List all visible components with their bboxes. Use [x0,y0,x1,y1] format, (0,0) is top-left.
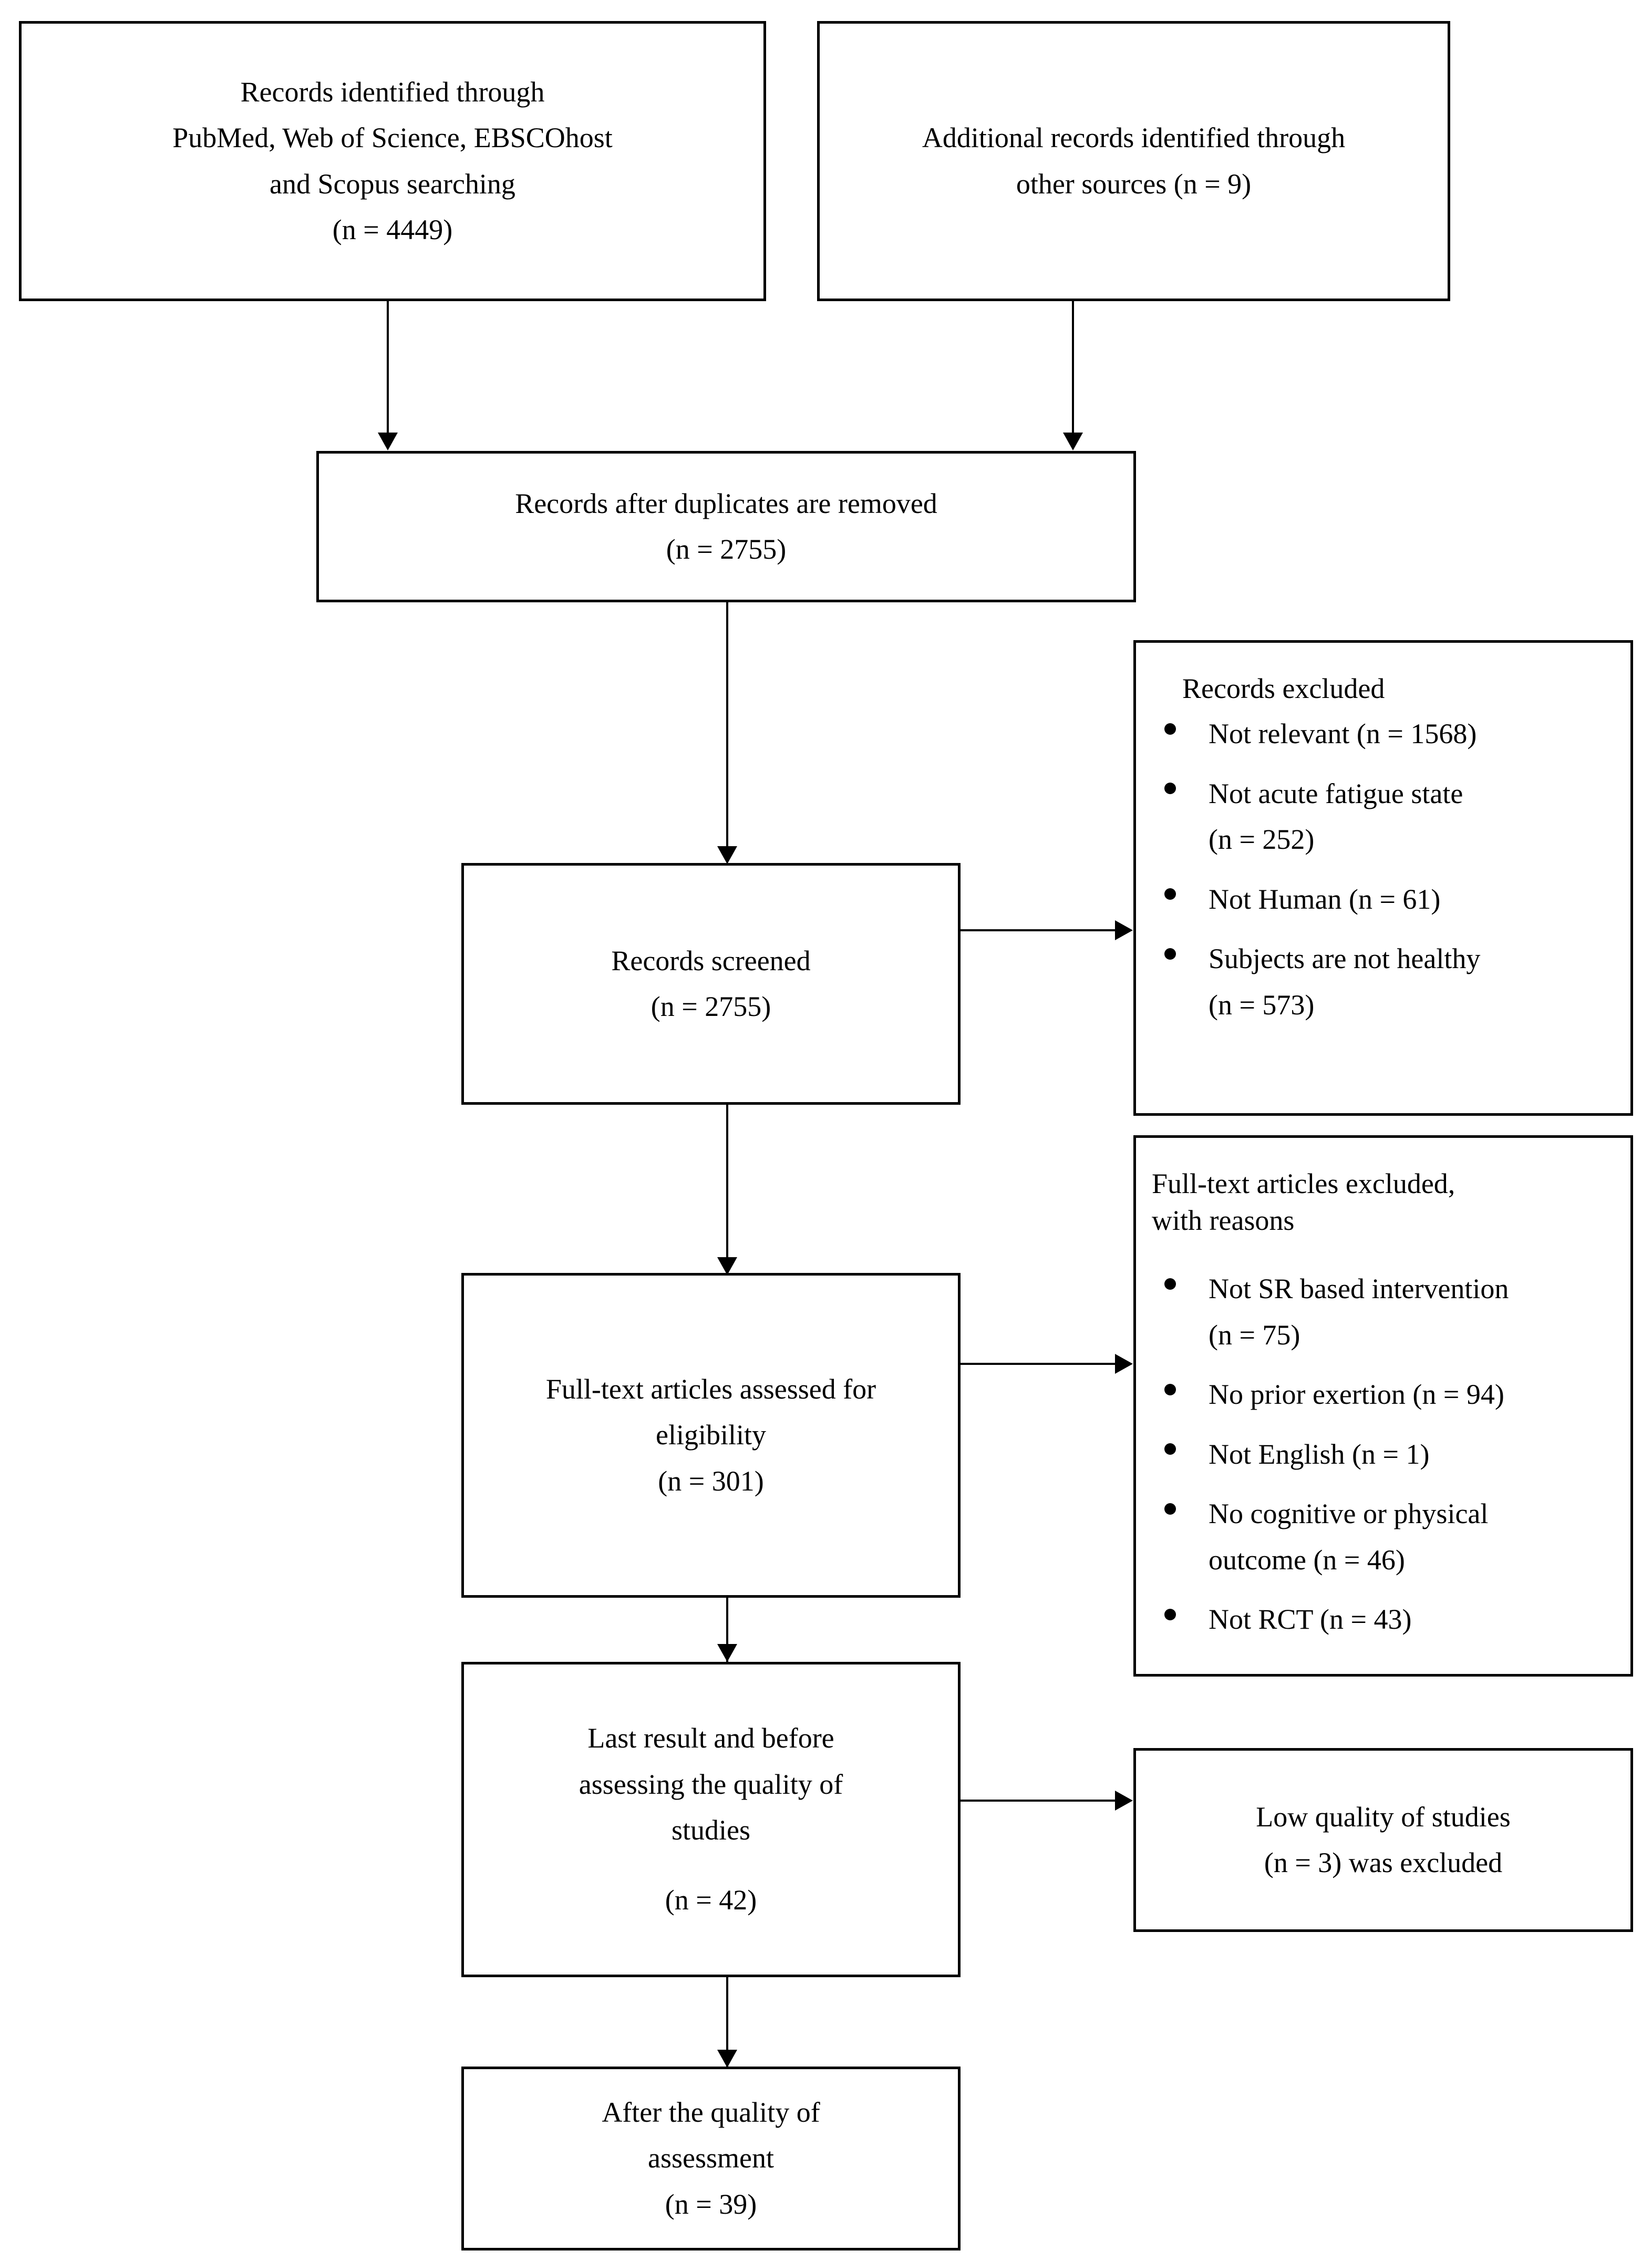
bullet-icon [1164,888,1176,900]
records-excluded-item-2: Not acute fatigue state (n = 252) [1209,777,1463,856]
connector-other-to-duplicates [1072,301,1074,434]
fulltext-assessed-line-3: (n = 301) [658,1465,764,1497]
duplicates-removed-line-1: Records after duplicates are removed [515,487,937,519]
node-low-quality-excluded: Low quality of studies (n = 3) was exclu… [1133,1748,1633,1932]
low-quality-line-1: Low quality of studies [1256,1801,1511,1833]
node-identification-databases: Records identified through PubMed, Web o… [19,21,766,301]
identification-other-line-1: Additional records identified through [922,122,1346,154]
after-quality-line-3: (n = 39) [665,2188,757,2220]
bullet-icon [1164,948,1176,960]
last-result-line-2: assessing the quality of [579,1768,843,1800]
arrowhead-other-to-duplicates [1063,433,1083,450]
records-screened-line-2: (n = 2755) [651,991,771,1022]
node-fulltext-assessed: Full-text articles assessed for eligibil… [461,1273,961,1598]
connector-fulltext-to-lastresult [726,1598,728,1662]
connector-lastresult-to-afterquality [726,1977,728,2067]
list-item: Not relevant (n = 1568) [1152,711,1615,757]
arrowhead-fulltext-to-lastresult [717,1644,737,1662]
arrowhead-screened-to-fulltext [717,1257,737,1275]
node-duplicates-removed: Records after duplicates are removed (n … [316,451,1136,602]
bullet-icon [1164,1608,1176,1620]
list-item: Not English (n = 1) [1152,1432,1615,1477]
list-item: Subjects are not healthy (n = 573) [1152,936,1615,1028]
connector-databases-to-duplicates [387,301,389,434]
connector-screened-to-excluded [961,929,1116,931]
fulltext-excluded-item-1: Not SR based intervention (n = 75) [1209,1273,1509,1351]
bullet-icon [1164,783,1176,795]
after-quality-line-1: After the quality of [602,2096,820,2128]
last-result-line-1: Last result and before [587,1722,834,1754]
after-quality-line-2: assessment [648,2142,774,2174]
node-identification-other-sources: Additional records identified through ot… [817,21,1450,301]
list-item: No cognitive or physical outcome (n = 46… [1152,1491,1615,1583]
records-excluded-item-4: Subjects are not healthy (n = 573) [1209,943,1481,1021]
last-result-line-3: studies [671,1814,750,1846]
identification-databases-line-4: (n = 4449) [332,213,453,245]
identification-databases-line-1: Records identified through [240,76,545,108]
bullet-icon [1164,1278,1176,1290]
connector-screened-to-fulltext [726,1105,728,1258]
fulltext-assessed-line-2: eligibility [656,1419,766,1451]
fulltext-excluded-item-5: Not RCT (n = 43) [1209,1604,1412,1636]
records-excluded-item-1: Not relevant (n = 1568) [1209,718,1477,750]
connector-duplicates-to-screened [726,602,728,847]
fulltext-assessed-line-1: Full-text articles assessed for [545,1373,876,1405]
list-item: Not Human (n = 61) [1152,877,1615,922]
bullet-icon [1164,1443,1176,1455]
records-excluded-title: Records excluded [1182,673,1385,704]
arrowhead-lastresult-to-lowquality [1115,1791,1133,1811]
node-fulltext-excluded: Full-text articles excluded, with reason… [1133,1135,1633,1677]
bullet-icon [1164,1503,1176,1515]
fulltext-excluded-item-3: Not English (n = 1) [1209,1438,1430,1470]
identification-databases-line-2: PubMed, Web of Science, EBSCOhost [172,122,613,154]
last-result-line-4: (n = 42) [665,1884,757,1916]
records-excluded-list: Not relevant (n = 1568) Not acute fatigu… [1152,711,1615,1028]
connector-fulltext-to-excluded [961,1363,1116,1365]
bullet-icon [1164,723,1176,735]
node-records-screened: Records screened (n = 2755) [461,863,961,1105]
low-quality-line-2: (n = 3) was excluded [1264,1847,1503,1878]
identification-other-line-2: other sources (n = 9) [1016,168,1252,200]
bullet-icon [1164,1383,1176,1395]
connector-lastresult-to-lowquality [961,1800,1116,1802]
fulltext-excluded-list: Not SR based intervention (n = 75) No pr… [1152,1266,1615,1642]
arrowhead-databases-to-duplicates [378,433,398,450]
fulltext-excluded-item-4: No cognitive or physical outcome (n = 46… [1209,1498,1489,1576]
list-item: Not acute fatigue state (n = 252) [1152,771,1615,863]
identification-databases-line-3: and Scopus searching [270,168,515,200]
fulltext-excluded-title: Full-text articles excluded, with reason… [1152,1168,1455,1237]
node-after-quality-assessment: After the quality of assessment (n = 39) [461,2067,961,2250]
list-item: Not SR based intervention (n = 75) [1152,1266,1615,1358]
arrowhead-fulltext-to-excluded [1115,1354,1133,1374]
list-item: No prior exertion (n = 94) [1152,1372,1615,1417]
fulltext-excluded-item-2: No prior exertion (n = 94) [1209,1379,1504,1411]
records-screened-line-1: Records screened [611,944,811,977]
duplicates-removed-line-2: (n = 2755) [666,533,787,565]
node-last-result-before-quality: Last result and before assessing the qua… [461,1662,961,1977]
arrowhead-duplicates-to-screened [717,846,737,864]
arrowhead-screened-to-excluded [1115,920,1133,940]
arrowhead-lastresult-to-afterquality [717,2050,737,2068]
list-item: Not RCT (n = 43) [1152,1597,1615,1642]
node-records-excluded: Records excluded Not relevant (n = 1568)… [1133,640,1633,1116]
records-excluded-item-3: Not Human (n = 61) [1209,883,1441,915]
